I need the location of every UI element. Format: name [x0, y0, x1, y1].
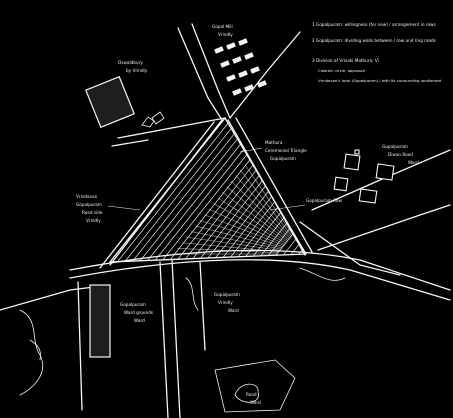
hatch-line: [139, 138, 238, 262]
road-east: [311, 149, 451, 211]
road-northeast: [229, 31, 301, 119]
small-building-2: [151, 111, 165, 125]
label-bottom-mid-1: Gopalpuram: [214, 292, 240, 297]
legend-item-3: 3 Division of Vrisaki Mathura: Vi: [312, 58, 379, 63]
triangle-hatching: [117, 122, 304, 263]
building-large-west: [85, 75, 135, 129]
fan-line: [199, 220, 284, 248]
road-north-b: [191, 23, 231, 119]
label-center-right-2: Ceremonial Triangle: [265, 148, 307, 153]
fan-line: [186, 236, 281, 251]
map-labels: 1 Gopalpuram: willingness (for new) / ar…: [76, 22, 442, 405]
hatch-line: [290, 243, 301, 255]
label-bottom-mid-3: Ward: [228, 308, 239, 313]
road-south-b: [171, 259, 181, 418]
fan-line: [190, 231, 282, 250]
fan-line: [231, 180, 291, 239]
fan-line: [213, 203, 287, 244]
fan-line: [195, 225, 283, 249]
hatch-line: [154, 149, 245, 261]
road-south-a: [159, 261, 169, 418]
road-left-spur: [111, 139, 149, 147]
creek-east: [299, 267, 346, 281]
label-center-right-1: Mathura: [265, 140, 283, 145]
fan-line: [240, 169, 293, 237]
label-left-mid-2: Gopalpuram: [76, 202, 102, 207]
triangle-east-edge-2: [235, 117, 313, 253]
label-top-block-2: Vrindly: [218, 32, 233, 37]
label-far-right-1: Gopalpuram: [382, 144, 408, 149]
legend-item-5: Vrindavan's local (Gopalpuram) / with it…: [318, 78, 442, 83]
label-left-mid-1: Vrindavan: [76, 194, 98, 199]
creek-west: [19, 309, 43, 396]
hatch-line: [132, 133, 235, 262]
label-left-mid-4: Vrindly: [86, 218, 101, 223]
leader-center-right: [239, 147, 263, 153]
fan-line: [235, 175, 292, 238]
fan-line: [177, 248, 279, 254]
fan-line: [208, 208, 286, 245]
label-far-right-3: Ward: [408, 160, 419, 165]
label-far-right-2: Diwan Road: [388, 152, 413, 157]
creek-west-branch: [29, 339, 41, 361]
label-bottom-mid-2: Vrindly: [218, 300, 233, 305]
label-bottom-left-2: Ward grounds: [124, 310, 153, 315]
road-east-lower: [317, 204, 451, 251]
leader-left-mid: [107, 205, 141, 211]
hatch-line: [162, 154, 248, 261]
label-right-mid: Gopalpuram Row: [306, 198, 342, 203]
triangle-west-edge-2: [99, 121, 215, 269]
road-lower-b: [69, 259, 451, 301]
building-south-west: [89, 284, 111, 358]
fan-line: [217, 197, 288, 243]
legend-item-1a: 1 Gopalpuram: willingness (for new) / ar…: [312, 22, 436, 27]
leader-right-mid: [269, 204, 306, 211]
fan-line: [222, 192, 289, 242]
fan-line: [244, 164, 294, 236]
legend-item-2a: 2 Gopalpuram: dividing walls between / r…: [312, 38, 436, 43]
label-bottom-left-1: Gopalpuram: [120, 302, 146, 307]
hatch-line: [283, 237, 298, 256]
label-center-right-3: Gopalpuram: [270, 156, 296, 161]
label-bottom-box-1: Road: [246, 392, 257, 397]
east-building-cluster: [333, 149, 395, 204]
ceremonial-triangle: [109, 117, 307, 263]
road-southeast: [299, 221, 401, 276]
road-upper-left: [117, 117, 226, 139]
fan-line: [226, 186, 290, 240]
road-west-vertical: [77, 281, 83, 411]
fan-line: [204, 214, 285, 246]
label-top-block-1: Gopal Mill: [212, 24, 233, 29]
label-top-left-2: by Vrindly: [126, 68, 148, 73]
label-left-mid-3: Road side: [82, 210, 103, 215]
road-south-c: [199, 261, 206, 351]
top-building-block: [214, 38, 267, 96]
waterways: [19, 267, 346, 396]
leader-lines: [107, 147, 306, 211]
pond-outline: [234, 383, 259, 403]
park-boundary: [214, 359, 296, 413]
hatch-line: [298, 248, 304, 255]
fan-line: [181, 242, 280, 252]
label-top-left-1: Oswaldbury: [118, 60, 143, 65]
legend-item-4: Cleared: circle, approach: [318, 68, 366, 73]
label-bottom-left-3: Ward: [134, 318, 145, 323]
hatch-line: [117, 122, 229, 263]
buildings: [85, 38, 395, 413]
label-bottom-box-2: Ward: [250, 400, 261, 405]
hatch-line: [147, 143, 241, 261]
road-north-a: [177, 27, 223, 121]
creek-mid: [185, 277, 199, 311]
hatch-line: [124, 128, 232, 262]
road-lower-a: [69, 249, 451, 291]
